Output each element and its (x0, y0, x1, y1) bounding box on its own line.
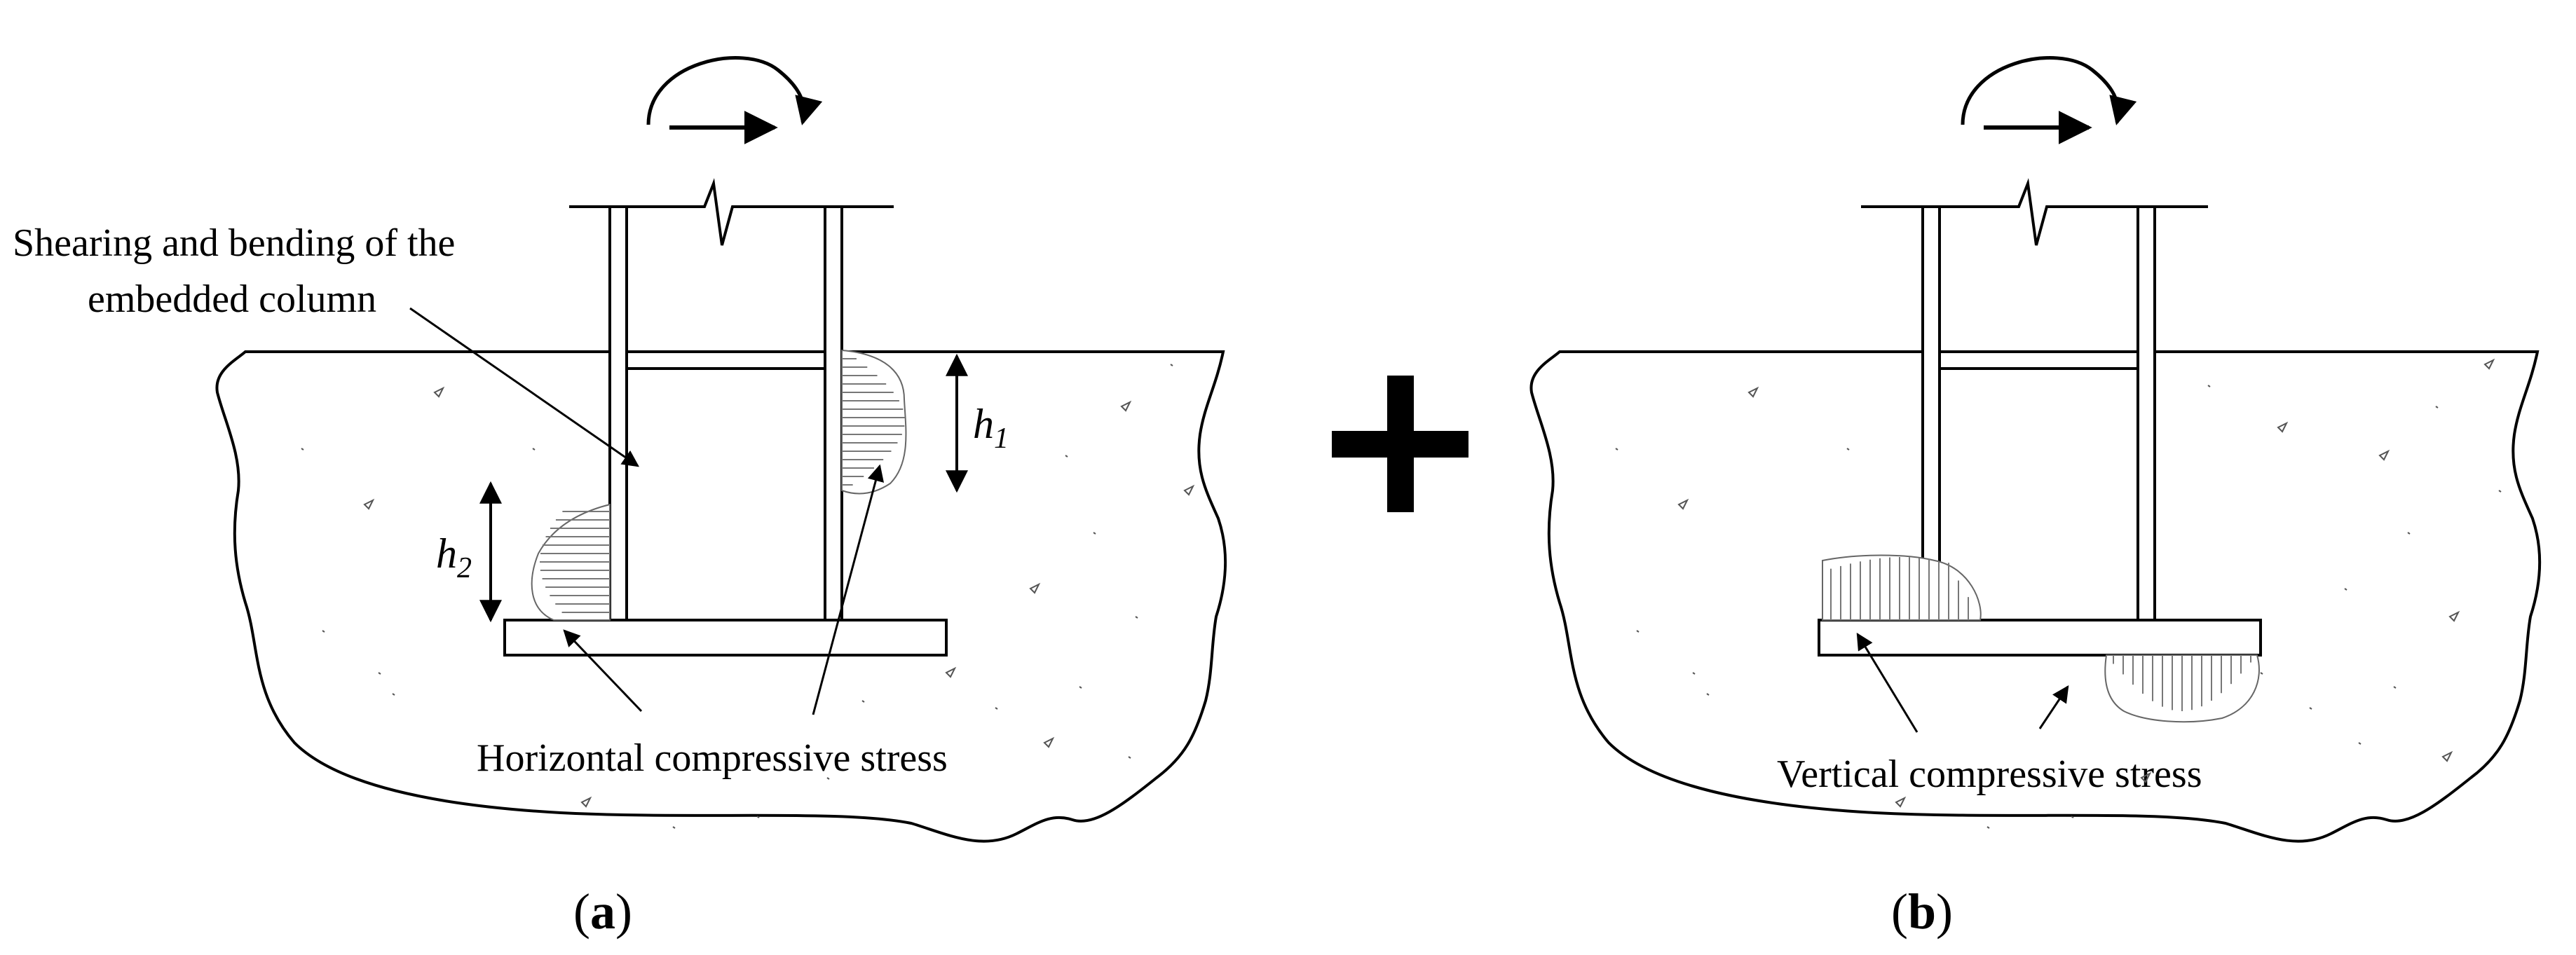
leader-stress-lower-a (563, 629, 643, 713)
aggregate-speck (1706, 693, 1710, 696)
stress-block-upper-a (841, 349, 907, 495)
label-shearing-line2: embedded column (88, 277, 376, 321)
soil-boundary-a (215, 350, 1227, 843)
leader-stress-upper-a (812, 464, 885, 715)
aggregate-speck (2483, 358, 2495, 370)
embedded-column-a (608, 205, 843, 621)
aggregate-speck (322, 630, 325, 633)
aggregate-speck (2344, 588, 2347, 591)
aggregate-speck (2435, 406, 2439, 408)
aggregate-speck (1747, 386, 1759, 398)
embedded-column-b (1921, 205, 2156, 621)
column-right-flange-b (2137, 205, 2156, 621)
aggregate-speck (2309, 707, 2312, 710)
aggregate-speck (1846, 448, 1850, 451)
h2-label: h2 (436, 530, 472, 584)
break-line-a (569, 178, 894, 246)
label-horizontal-stress: Horizontal compressive stress (477, 736, 948, 780)
aggregate-speck (1895, 796, 1907, 808)
aggregate-speck (363, 498, 375, 510)
aggregate-speck (2140, 771, 2152, 783)
aggregate-speck (672, 826, 676, 829)
aggregate-speck (2071, 816, 2074, 818)
aggregate-speck (2277, 421, 2289, 433)
aggregate-speck (1615, 448, 1618, 451)
aggregate-speck (1170, 364, 1173, 366)
aggregate-speck (2441, 750, 2453, 762)
aggregate-speck (1677, 498, 1689, 510)
concrete-aggregate (301, 358, 2502, 829)
column-left-flange-a (608, 205, 628, 621)
aggregate-speck (1029, 582, 1041, 594)
label-shearing-line1: Shearing and bending of the (13, 221, 455, 265)
aggregate-speck (826, 777, 830, 780)
aggregate-speck (1043, 736, 1055, 748)
aggregate-speck (1986, 826, 1990, 829)
aggregate-speck (1079, 686, 1082, 689)
aggregate-speck (2407, 532, 2411, 535)
moment-arrow-a (646, 56, 823, 125)
label-vertical-stress: Vertical compressive stress (1777, 753, 2202, 796)
caption-a: (a) (573, 884, 632, 940)
panel-b: Vertical compressive stress (b) (1529, 56, 2541, 940)
aggregate-speck (1093, 532, 1096, 535)
panel-a: h1 h2 Shearing and bending of the embedd… (13, 56, 1227, 940)
break-line-b (1861, 178, 2208, 246)
aggregate-speck (861, 700, 865, 703)
aggregate-speck (392, 693, 395, 696)
stress-block-bottom-b (2104, 654, 2260, 723)
aggregate-speck (756, 816, 760, 818)
aggregate-speck (433, 386, 445, 398)
aggregate-speck (2358, 742, 2362, 745)
aggregate-speck (1636, 630, 1640, 633)
aggregate-speck (2448, 610, 2460, 622)
stress-block-lower-a (531, 503, 611, 621)
aggregate-speck (2260, 672, 2263, 675)
caption-b: (b) (1891, 884, 1953, 940)
leader-stress-top-b (1856, 632, 1919, 733)
moment-arrow-b (1961, 56, 2137, 125)
leader-stress-bottom-b (2038, 685, 2069, 729)
aggregate-speck (532, 448, 536, 451)
aggregate-speck (1692, 672, 1696, 675)
plus-sign (1332, 376, 1468, 512)
aggregate-speck (301, 448, 304, 451)
aggregate-speck (2378, 449, 2390, 461)
aggregate-speck (1183, 484, 1195, 496)
aggregate-speck (995, 707, 998, 710)
soil-boundary-b (1529, 350, 2541, 843)
base-plate-b (1818, 619, 2262, 657)
leader-column-a (409, 307, 639, 467)
aggregate-speck (945, 666, 957, 678)
aggregate-speck (580, 796, 592, 808)
aggregate-speck (1120, 400, 1132, 412)
h1-label: h1 (973, 401, 1009, 455)
aggregate-speck (378, 672, 381, 675)
aggregate-speck (1135, 616, 1138, 619)
aggregate-speck (2393, 686, 2397, 689)
aggregate-speck (2498, 490, 2502, 493)
column-right-flange-a (824, 205, 843, 621)
aggregate-speck (2207, 385, 2211, 387)
stress-block-top-b (1822, 554, 1982, 621)
aggregate-speck (1065, 455, 1068, 458)
aggregate-speck (1128, 756, 1131, 759)
